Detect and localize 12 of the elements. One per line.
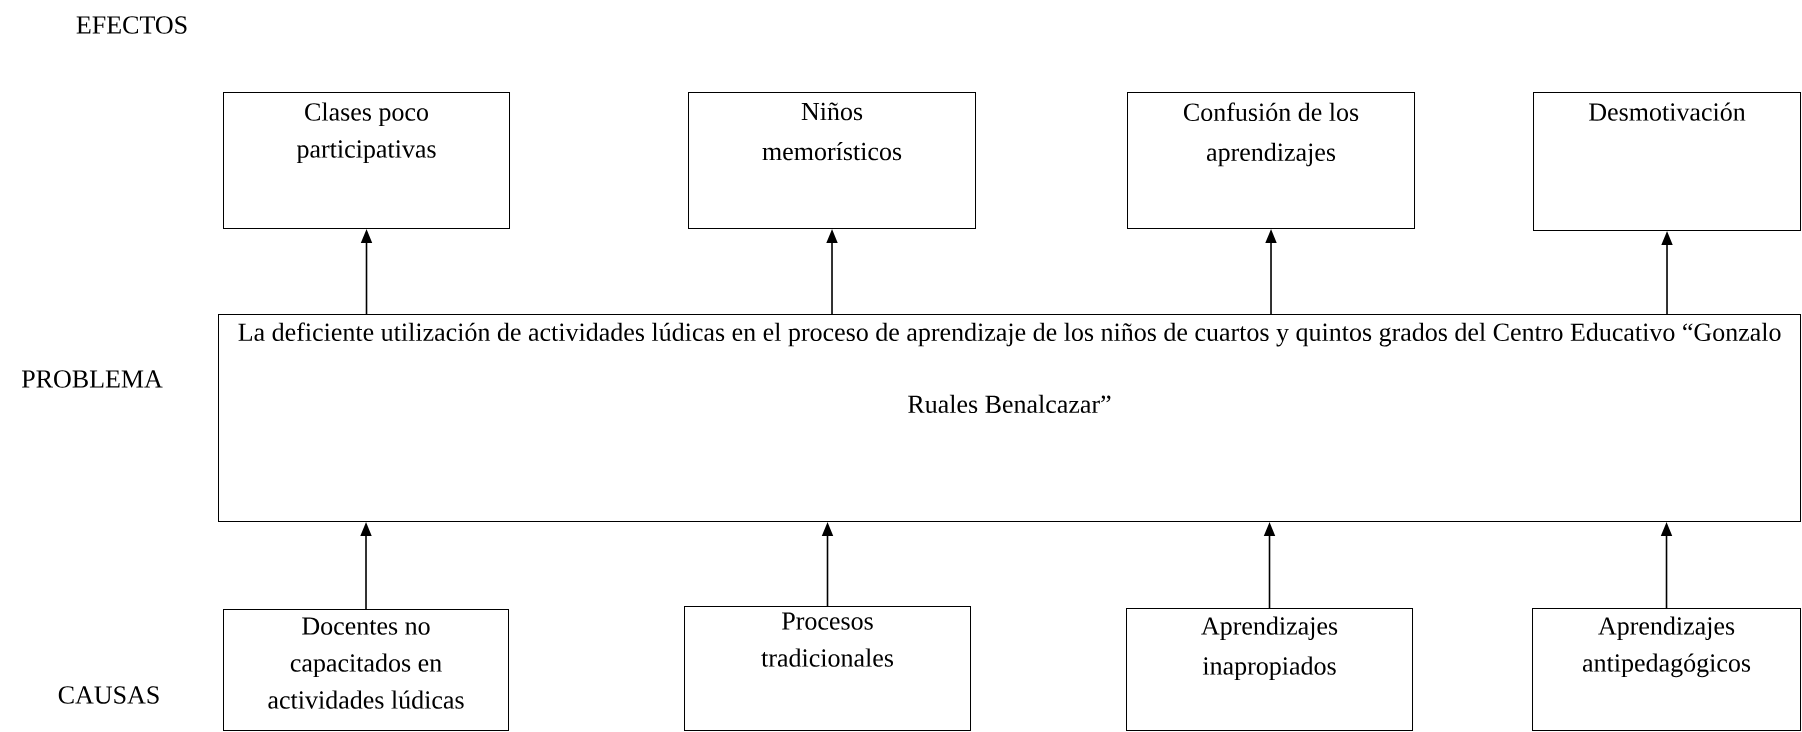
cause-box: Docentes no capacitados en actividades lúdicas: [223, 609, 509, 731]
cause-box: Aprendizajes antipedagógicos: [1532, 608, 1801, 731]
level-label: EFECTOS: [76, 16, 187, 34]
effect-box: Confusión de los aprendizajes: [1127, 92, 1415, 229]
effect-box: Niños memorísticos: [688, 92, 976, 229]
effect-box: Desmotivación: [1533, 92, 1801, 231]
cause-box: Procesos tradicionales: [684, 606, 971, 731]
level-label: CAUSAS: [58, 686, 159, 704]
problem-box: La deficiente utilización de actividades lúdicas en el proceso de aprendizaje de los niños de cuartos y quintos grados del Centro Educativo “Gonzalo Ruales Benalcazar”: [218, 314, 1801, 522]
level-label: PROBLEMA: [21, 370, 163, 388]
cause-box: Aprendizajes inapropiados: [1126, 608, 1413, 731]
effect-box: Clases poco participativas: [223, 92, 510, 229]
